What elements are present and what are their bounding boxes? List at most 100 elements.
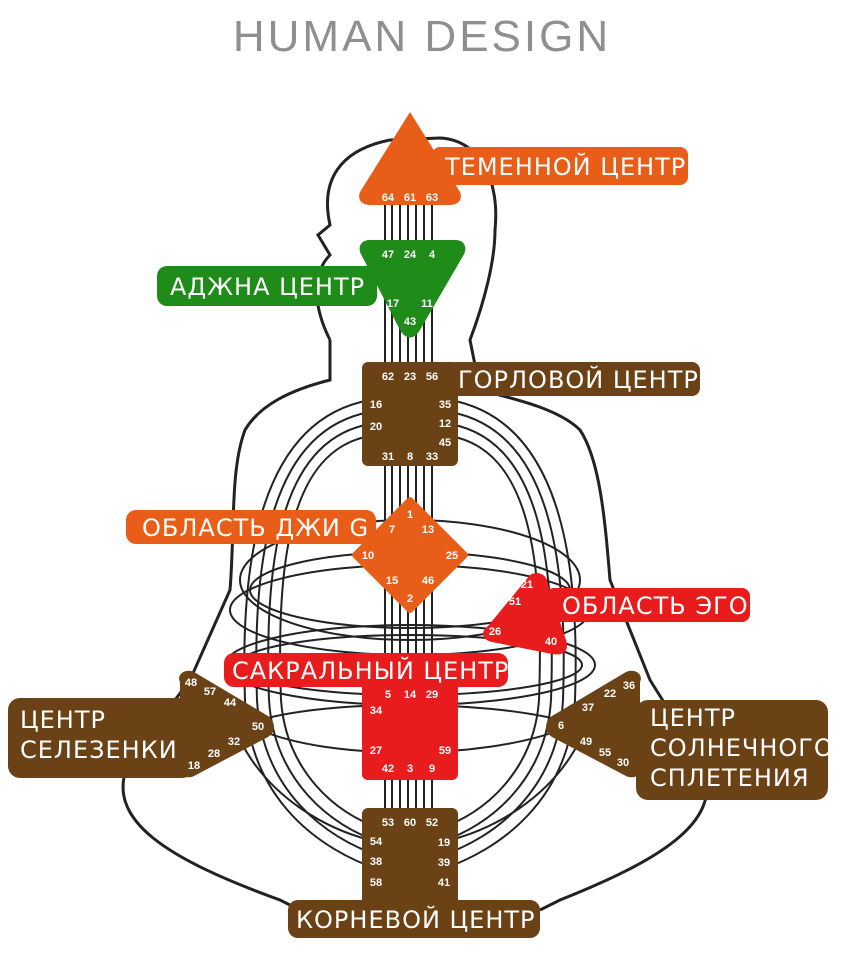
gate-49: 49 bbox=[580, 736, 592, 748]
solar-label-line2: СОЛНЕЧНОГО bbox=[650, 734, 834, 762]
ajna-center: АДЖНА ЦЕНТР 47 24 4 17 11 43 bbox=[157, 240, 466, 338]
spleen-label-box bbox=[8, 698, 194, 778]
gate-27: 27 bbox=[370, 745, 382, 757]
g-center: ОБЛАСТЬ ДЖИ G 1 7 13 10 25 15 46 2 bbox=[126, 497, 468, 613]
gate-41: 41 bbox=[438, 877, 450, 889]
sacral-label-box bbox=[224, 653, 508, 687]
gate-22: 22 bbox=[604, 688, 616, 700]
head-label: ТЕМЕННОЙ ЦЕНТР bbox=[444, 152, 686, 181]
gate-7: 7 bbox=[389, 524, 395, 536]
gate-38: 38 bbox=[370, 856, 382, 868]
head-center: ТЕМЕННОЙ ЦЕНТР 64 61 63 bbox=[359, 112, 688, 205]
gate-43: 43 bbox=[404, 316, 416, 328]
gate-50: 50 bbox=[252, 721, 264, 733]
gate-60: 60 bbox=[404, 817, 416, 829]
gate-59: 59 bbox=[439, 745, 451, 757]
ajna-label-box bbox=[157, 266, 377, 306]
ego-label: ОБЛАСТЬ ЭГО bbox=[562, 592, 749, 620]
throat-shape bbox=[362, 362, 458, 466]
solar-label-line3: СПЛЕТЕНИЯ bbox=[650, 764, 810, 792]
g-label: ОБЛАСТЬ ДЖИ G bbox=[142, 514, 369, 542]
gate-20: 20 bbox=[370, 421, 382, 433]
gate-62: 62 bbox=[382, 371, 394, 383]
gate-4: 4 bbox=[429, 249, 436, 261]
gate-58: 58 bbox=[370, 877, 382, 889]
root-label-box bbox=[288, 900, 540, 938]
gate-25: 25 bbox=[446, 550, 458, 562]
gate-63: 63 bbox=[426, 192, 438, 204]
solar-plexus-center: ЦЕНТР СОЛНЕЧНОГО СПЛЕТЕНИЯ 36 22 37 6 49… bbox=[546, 670, 834, 800]
gate-17: 17 bbox=[387, 298, 399, 310]
throat-label: ГОРЛОВОЙ ЦЕНТР bbox=[458, 365, 699, 394]
gate-23: 23 bbox=[404, 371, 416, 383]
spleen-shape bbox=[179, 670, 274, 778]
gate-28: 28 bbox=[208, 748, 220, 760]
sacral-center: САКРАЛЬНЫЙ ЦЕНТР 5 14 29 34 27 59 42 3 9 bbox=[224, 653, 509, 780]
gate-56: 56 bbox=[426, 371, 438, 383]
gate-64: 64 bbox=[382, 192, 395, 204]
gate-45: 45 bbox=[439, 437, 451, 449]
gate-33: 33 bbox=[426, 451, 438, 463]
gate-30: 30 bbox=[617, 757, 629, 769]
gate-24: 24 bbox=[404, 249, 417, 261]
gate-42: 42 bbox=[382, 763, 394, 775]
gate-9: 9 bbox=[429, 763, 435, 775]
gate-53: 53 bbox=[382, 817, 394, 829]
gate-40: 40 bbox=[545, 636, 557, 648]
gate-54: 54 bbox=[370, 836, 383, 848]
solar-label-line1: ЦЕНТР bbox=[650, 704, 736, 732]
sacral-shape bbox=[362, 680, 458, 780]
gate-2: 2 bbox=[407, 593, 413, 605]
gate-44: 44 bbox=[224, 697, 237, 709]
root-label: КОРНЕВОЙ ЦЕНТР bbox=[296, 905, 536, 934]
gate-3: 3 bbox=[407, 763, 413, 775]
gate-1: 1 bbox=[407, 509, 413, 521]
gate-57: 57 bbox=[204, 686, 216, 698]
gate-47: 47 bbox=[382, 249, 394, 261]
gate-15: 15 bbox=[386, 575, 398, 587]
g-shape bbox=[352, 497, 468, 613]
ego-shape bbox=[483, 573, 568, 655]
gate-26: 26 bbox=[489, 626, 501, 638]
chart-title: HUMAN DESIGN bbox=[232, 12, 612, 61]
gate-46: 46 bbox=[422, 575, 434, 587]
gate-5: 5 bbox=[385, 689, 391, 701]
gate-32: 32 bbox=[228, 736, 240, 748]
throat-label-box bbox=[448, 362, 700, 396]
throat-center: ГОРЛОВОЙ ЦЕНТР 62 23 56 16 20 35 12 45 3… bbox=[362, 362, 700, 466]
ajna-label: АДЖНА ЦЕНТР bbox=[170, 273, 365, 301]
gate-18: 18 bbox=[188, 760, 200, 772]
gate-11: 11 bbox=[421, 298, 433, 310]
gate-61: 61 bbox=[404, 192, 416, 204]
gate-29: 29 bbox=[426, 689, 438, 701]
root-center: КОРНЕВОЙ ЦЕНТР 53 60 52 54 19 38 39 58 4… bbox=[288, 808, 540, 938]
head-label-box bbox=[432, 147, 688, 185]
gate-34: 34 bbox=[370, 705, 383, 717]
ego-center: ОБЛАСТЬ ЭГО 21 51 26 40 bbox=[483, 573, 750, 655]
gate-8: 8 bbox=[407, 451, 413, 463]
ajna-shape bbox=[359, 240, 466, 338]
solar-shape bbox=[546, 670, 641, 778]
gate-12: 12 bbox=[439, 418, 451, 430]
gate-16: 16 bbox=[370, 399, 382, 411]
ego-label-box bbox=[546, 588, 750, 622]
gate-35: 35 bbox=[439, 399, 451, 411]
gate-31: 31 bbox=[382, 451, 394, 463]
gate-51: 51 bbox=[509, 596, 521, 608]
gate-55: 55 bbox=[599, 747, 611, 759]
gate-37: 37 bbox=[582, 702, 594, 714]
gate-21: 21 bbox=[521, 579, 533, 591]
silhouette-left bbox=[121, 340, 332, 912]
gate-13: 13 bbox=[422, 524, 434, 536]
gate-14: 14 bbox=[404, 689, 417, 701]
g-label-box bbox=[126, 510, 376, 544]
solar-label-box bbox=[636, 700, 828, 800]
gate-48: 48 bbox=[185, 677, 197, 689]
sacral-label: САКРАЛЬНЫЙ ЦЕНТР bbox=[232, 656, 509, 685]
gate-36: 36 bbox=[623, 680, 635, 692]
gate-39: 39 bbox=[438, 857, 450, 869]
gate-52: 52 bbox=[426, 817, 438, 829]
spleen-label-line1: ЦЕНТР bbox=[20, 706, 106, 734]
root-shape bbox=[362, 808, 458, 908]
